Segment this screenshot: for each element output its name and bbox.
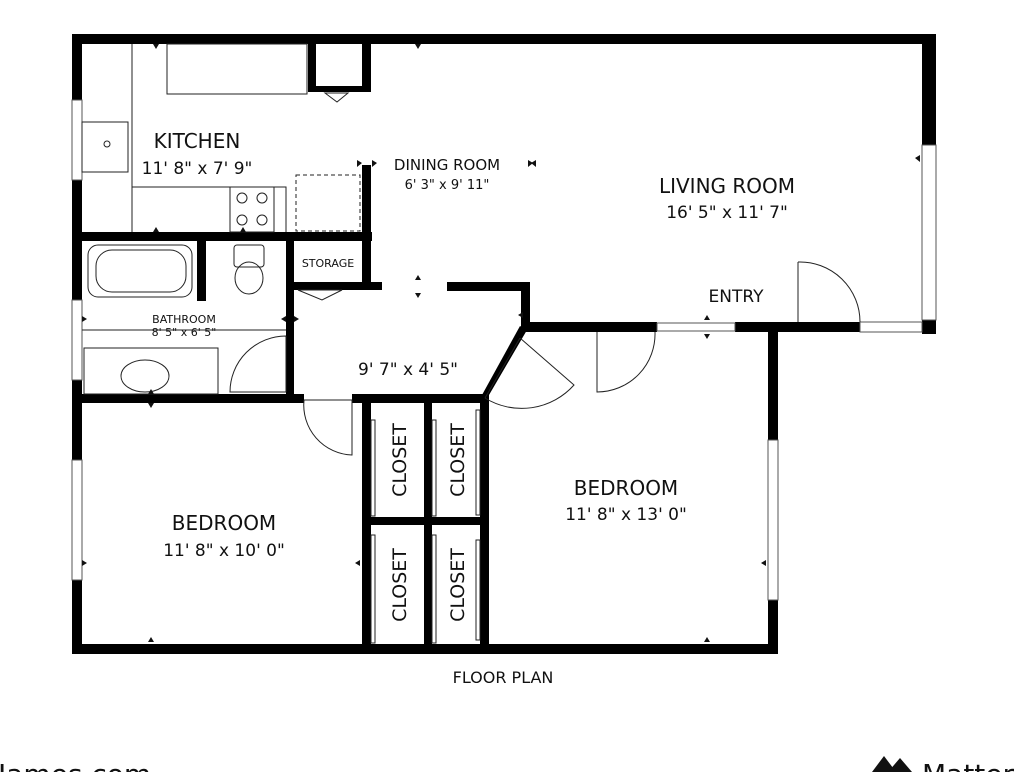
kitchen-name: KITCHEN: [154, 129, 241, 153]
arrow-markers: [82, 44, 920, 642]
bathroom-dim: 8' 5" x 6' 5": [152, 326, 217, 339]
footer-left-text: James.com: [0, 758, 151, 772]
bathroom-fixtures: [82, 244, 286, 395]
bedroom-right-name: BEDROOM: [574, 476, 678, 500]
bedroom-left-name: BEDROOM: [172, 511, 276, 535]
closet-label: CLOSET: [389, 548, 411, 622]
closet-label: CLOSET: [447, 423, 469, 497]
footer-right-text: Matterport: [922, 758, 1016, 772]
outer-walls: [72, 34, 936, 654]
interior-walls: [82, 44, 530, 654]
bedroom-left-dim: 11' 8" x 10' 0": [163, 541, 285, 561]
floor-plan-caption: FLOOR PLAN: [453, 668, 554, 687]
entry-name: ENTRY: [709, 287, 765, 307]
closet-label: CLOSET: [389, 423, 411, 497]
doors: [229, 261, 861, 456]
closet-label: CLOSET: [447, 548, 469, 622]
storage-name: STORAGE: [302, 257, 354, 270]
kitchen-fixtures: [81, 43, 361, 233]
bathroom-name: BATHROOM: [152, 313, 216, 326]
matterport-logo-icon: [872, 756, 912, 772]
dining-name: DINING ROOM: [394, 156, 500, 174]
dining-dim: 6' 3" x 9' 11": [405, 178, 490, 193]
closet-doors: [370, 409, 481, 644]
room-labels: KITCHEN 11' 8" x 7' 9" DINING ROOM 6' 3"…: [142, 129, 795, 622]
living-dim: 16' 5" x 11' 7": [666, 203, 788, 223]
windows: [71, 99, 937, 601]
hall-dim: 9' 7" x 4' 5": [358, 360, 458, 380]
kitchen-dim: 11' 8" x 7' 9": [142, 159, 253, 179]
bedroom-right-dim: 11' 8" x 13' 0": [565, 505, 687, 525]
living-name: LIVING ROOM: [659, 174, 795, 198]
